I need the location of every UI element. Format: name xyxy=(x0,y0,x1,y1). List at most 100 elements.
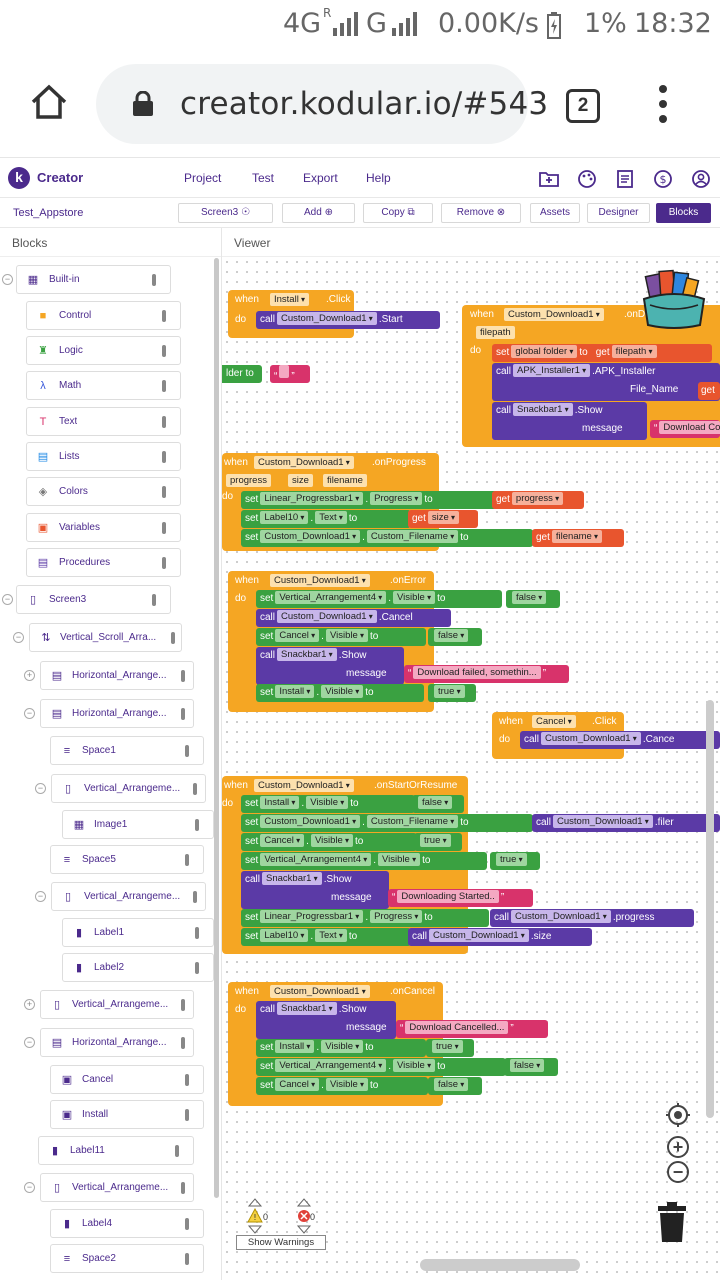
event-parameter[interactable]: filename xyxy=(323,474,367,487)
recenter-icon[interactable] xyxy=(666,1103,690,1127)
drag-handle[interactable] xyxy=(162,486,166,498)
tree-item-horizontal-arrangement[interactable]: ▤Horizontal_Arrange... xyxy=(40,699,194,728)
component-dropdown[interactable]: Custom_Download1 xyxy=(260,815,361,828)
drag-handle[interactable] xyxy=(185,745,189,757)
component-dropdown[interactable]: Snackbar1 xyxy=(277,648,337,661)
component-dropdown[interactable]: Install xyxy=(270,293,310,306)
logic-block[interactable]: true xyxy=(490,852,540,870)
logic-block[interactable]: true xyxy=(428,684,476,702)
warning-nav-arrows[interactable]: ! xyxy=(247,1198,263,1234)
drag-handle[interactable] xyxy=(171,632,175,644)
assets-button[interactable]: Assets xyxy=(530,203,580,223)
drag-handle[interactable] xyxy=(181,670,185,682)
zoom-in-icon[interactable]: + xyxy=(667,1136,689,1158)
collapse-toggle[interactable]: − xyxy=(24,708,35,719)
boolean-dropdown[interactable]: false xyxy=(418,796,453,809)
zoom-out-icon[interactable]: − xyxy=(667,1161,689,1183)
text-block[interactable]: “Download Co xyxy=(650,420,720,438)
drag-handle[interactable] xyxy=(152,274,156,286)
tab-switcher-button[interactable]: 2 xyxy=(566,89,600,123)
collapse-toggle[interactable]: − xyxy=(13,632,24,643)
logic-block[interactable]: false xyxy=(428,1077,482,1095)
tree-item-vertical-arrangement[interactable]: ▯Vertical_Arrangeme... xyxy=(51,774,206,803)
text-value[interactable]: Download Co xyxy=(659,421,720,434)
component-dropdown[interactable]: Custom_Download1 xyxy=(254,456,354,469)
menu-project[interactable]: Project xyxy=(184,171,222,185)
component-dropdown[interactable]: Snackbar1 xyxy=(513,403,573,416)
drag-handle[interactable] xyxy=(181,708,185,720)
component-dropdown[interactable]: Linear_Progressbar1 xyxy=(260,492,364,505)
property-dropdown[interactable]: Visible xyxy=(321,685,364,698)
tree-item-built-in[interactable]: ▦Built-in xyxy=(16,265,171,294)
component-dropdown[interactable]: Custom_Download1 xyxy=(504,308,604,321)
drag-handle[interactable] xyxy=(162,380,166,392)
component-dropdown[interactable]: Label10 xyxy=(260,511,309,524)
component-dropdown[interactable]: Custom_Download1 xyxy=(511,910,611,923)
component-dropdown[interactable]: Custom_Download1 xyxy=(270,574,370,587)
palette-icon[interactable] xyxy=(576,168,598,190)
property-dropdown[interactable]: Custom_Filename xyxy=(366,530,459,543)
tree-item-colors[interactable]: ◈Colors xyxy=(26,477,181,506)
drag-handle[interactable] xyxy=(162,451,166,463)
collapse-toggle[interactable]: − xyxy=(2,594,13,605)
blocks-button[interactable]: Blocks xyxy=(656,203,711,223)
viewer-vertical-scrollbar[interactable] xyxy=(706,700,714,1118)
variable-dropdown[interactable]: filename xyxy=(551,530,603,543)
boolean-dropdown[interactable]: true xyxy=(496,853,527,866)
tree-item-vertical-scroll[interactable]: ⇅Vertical_Scroll_Arra... xyxy=(29,623,182,652)
designer-button[interactable]: Designer xyxy=(587,203,650,223)
boolean-dropdown[interactable]: false xyxy=(510,1059,545,1072)
collapse-toggle[interactable]: − xyxy=(35,891,46,902)
component-dropdown[interactable]: Vertical_Arrangement4 xyxy=(275,591,387,604)
tree-item-label2[interactable]: ▮Label2 xyxy=(62,953,214,982)
menu-test[interactable]: Test xyxy=(252,171,275,185)
blocks-workspace[interactable]: when Install .Click do callCustom_Downlo… xyxy=(222,257,720,1280)
component-dropdown[interactable]: Cancel xyxy=(275,629,320,642)
component-dropdown[interactable]: Install xyxy=(260,796,300,809)
tree-item-logic[interactable]: ♜Logic xyxy=(26,336,181,365)
property-dropdown[interactable]: Visible xyxy=(306,796,349,809)
drag-handle[interactable] xyxy=(195,927,199,939)
expand-toggle[interactable]: + xyxy=(24,999,35,1010)
variable-dropdown[interactable]: progress xyxy=(511,492,564,505)
property-dropdown[interactable]: Visible xyxy=(393,591,436,604)
address-bar[interactable]: creator.kodular.io/#543 xyxy=(96,64,548,144)
list-icon[interactable] xyxy=(614,168,636,190)
tree-item-image[interactable]: ▦Image1 xyxy=(62,810,214,839)
logic-block[interactable]: true xyxy=(426,1039,474,1057)
remove-button[interactable]: Remove ⊗ xyxy=(441,203,521,223)
tree-item-screen3[interactable]: ▯Screen3 xyxy=(16,585,171,614)
text-block[interactable]: “Download Cancelled...” xyxy=(396,1020,548,1038)
tree-item-label11[interactable]: ▮Label11 xyxy=(38,1136,194,1165)
component-dropdown[interactable]: Snackbar1 xyxy=(277,1002,337,1015)
text-block[interactable]: “Download failed, somethin...” xyxy=(404,665,569,683)
tree-item-space[interactable]: ≡Space2 xyxy=(50,1244,204,1273)
collapse-toggle[interactable]: − xyxy=(24,1037,35,1048)
property-dropdown[interactable]: Visible xyxy=(310,834,354,847)
component-dropdown[interactable]: Custom_Download1 xyxy=(429,929,529,942)
component-dropdown[interactable]: Custom_Download1 xyxy=(553,815,653,828)
drag-handle[interactable] xyxy=(152,594,156,606)
event-parameter[interactable]: size xyxy=(288,474,313,487)
text-value[interactable]: Download failed, somethin... xyxy=(413,666,541,679)
property-dropdown[interactable]: Text xyxy=(315,929,347,942)
tree-item-control[interactable]: ■Control xyxy=(26,301,181,330)
